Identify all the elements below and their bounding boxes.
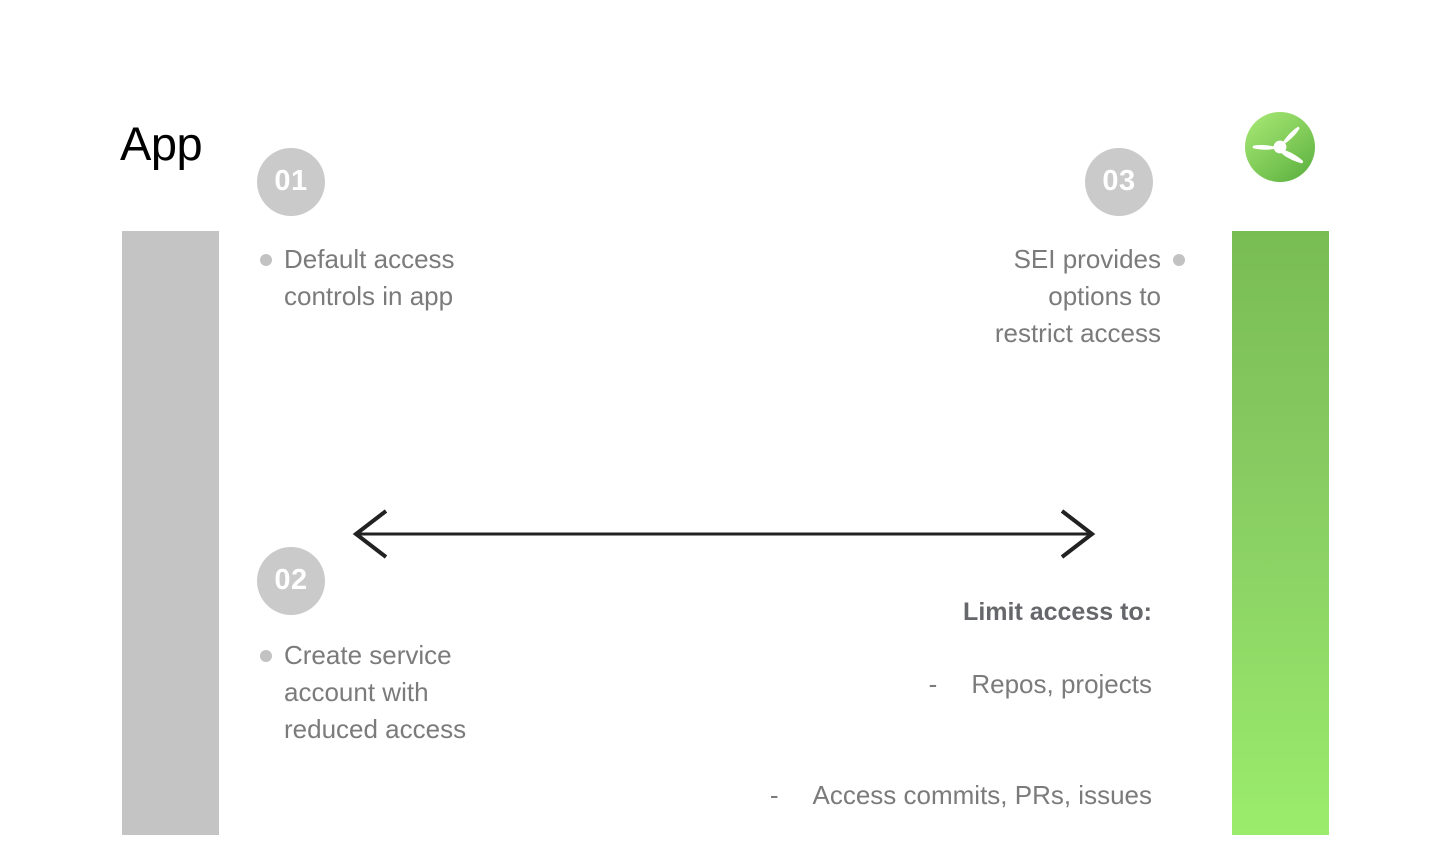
dash-marker: - (928, 669, 938, 699)
bullet-dot-icon (1173, 254, 1185, 266)
step-text-03: SEI provides options to restrict access (994, 244, 1161, 348)
right-green-bar (1232, 231, 1329, 835)
step-badge-02: 02 (257, 547, 325, 615)
step-badge-03: 03 (1085, 148, 1153, 216)
bullet-dot-icon (260, 254, 272, 266)
harness-logo (1245, 112, 1315, 182)
double-headed-arrow (348, 505, 1100, 563)
limit-access-list: Limit access to: - Repos, projects - Acces… (710, 595, 1152, 848)
step-text-01: Default access controls in app (284, 244, 455, 311)
step-text-02: Create service account with reduced acce… (284, 640, 467, 744)
page-title: App (120, 117, 203, 170)
limit-access-item-text: Repos, projects (971, 669, 1152, 699)
step-item-02: Create service account with reduced acce… (260, 637, 466, 748)
step-item-03: SEI provides options to restrict access (945, 241, 1185, 352)
bullet-dot-icon (260, 650, 272, 662)
limit-access-heading: Limit access to: (963, 598, 1152, 626)
limit-access-item: - Repos, projects (710, 629, 1152, 740)
limit-access-item-text: Access commits, PRs, issues (812, 780, 1152, 810)
step-item-01: Default access controls in app (260, 241, 455, 315)
left-gray-bar (122, 231, 219, 835)
step-badge-01: 01 (257, 148, 325, 216)
limit-access-item: - Access commits, PRs, issues (710, 740, 1152, 848)
dash-marker: - (769, 780, 779, 810)
